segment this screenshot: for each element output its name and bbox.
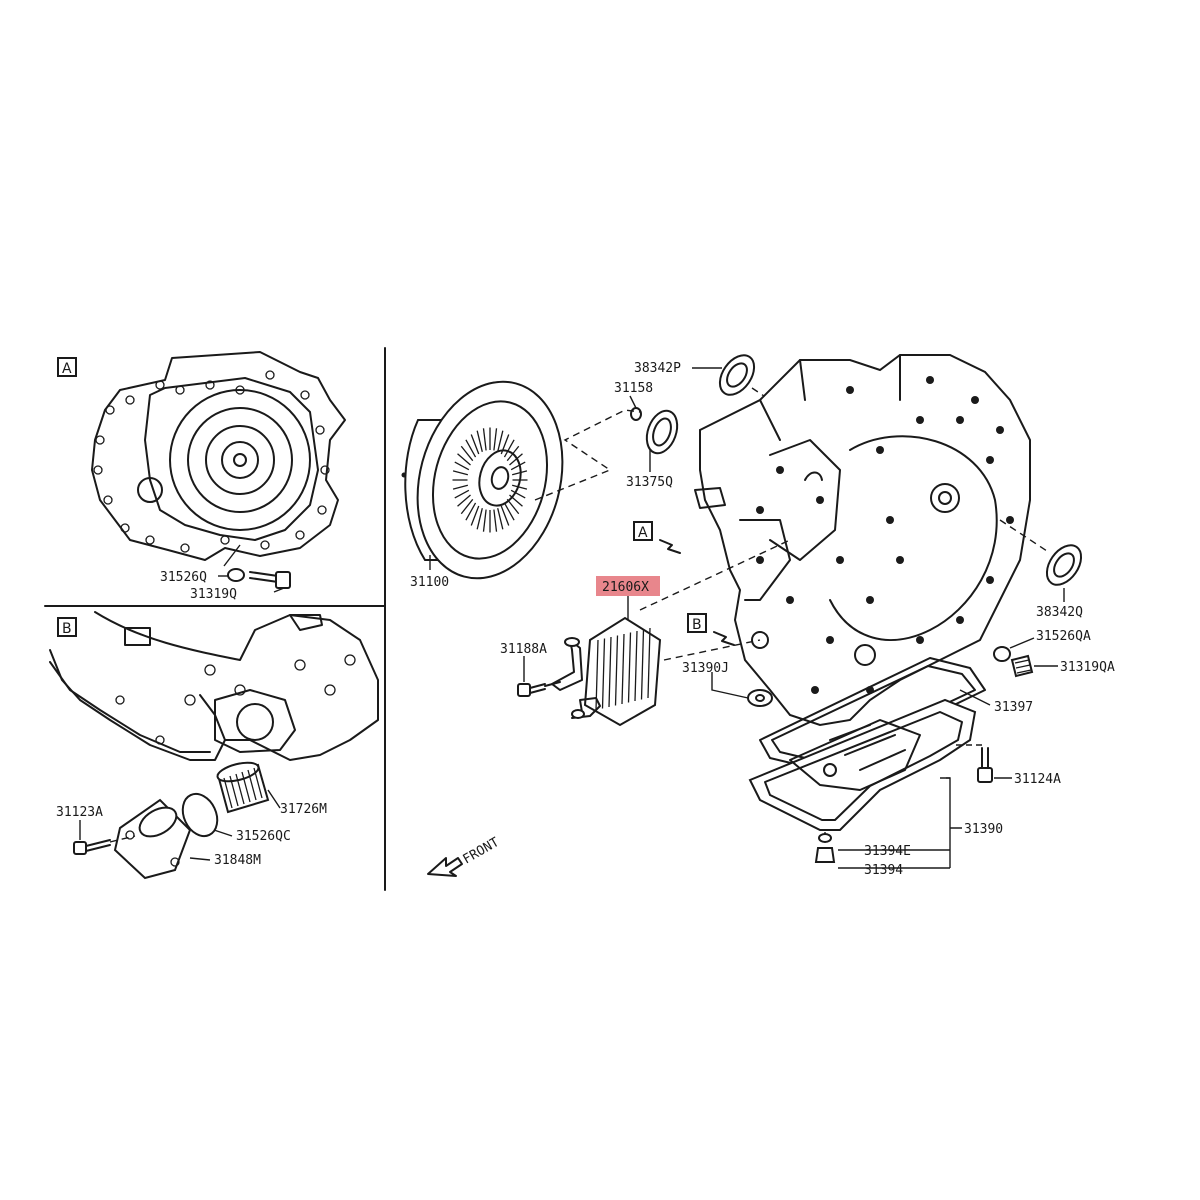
leader-31526qa: [1009, 637, 1035, 649]
plug-31319qa: [1010, 654, 1034, 678]
label-31526q: 31526Q: [160, 570, 207, 585]
label-31394e: 31394E: [864, 844, 911, 859]
panel-a-box: [57, 357, 77, 377]
leader-31158: [629, 395, 637, 409]
drain-plug-31394: [814, 833, 836, 863]
washer-31390j: [747, 689, 773, 707]
highlight-21606x: [596, 576, 660, 596]
leader-31390j: [711, 672, 749, 699]
housing-b-body: [94, 611, 379, 761]
label-31394: 31394: [864, 863, 903, 878]
label-38342q: 38342Q: [1036, 605, 1083, 620]
leader-31397: [959, 689, 991, 706]
inset-panel-b: B: [49, 611, 379, 880]
label-31526qc: 31526QC: [236, 829, 291, 844]
label-31123a: 31123A: [56, 805, 103, 820]
label-31319q: 31319Q: [190, 587, 237, 602]
seal-38342p: [718, 354, 756, 396]
label-31188a: 31188A: [500, 642, 547, 657]
housing-b-flange: [49, 649, 226, 761]
panel-b-box: [57, 617, 77, 637]
bolt-31123a-path: [109, 835, 136, 843]
housing-b-flange-inner: [49, 661, 211, 753]
converter-ring-4: [221, 441, 259, 479]
leader-a-dash: [223, 544, 241, 567]
marker-b-box: [687, 613, 707, 633]
label-31158: 31158: [614, 381, 653, 396]
housing-a-inner: [144, 377, 319, 541]
marker-a-box: [633, 521, 653, 541]
panel-a-label: A: [62, 361, 72, 377]
housing-a-outline: [91, 351, 346, 561]
housing-a-boss: [137, 477, 163, 503]
o-ring-31526qc: [181, 792, 219, 838]
marker-b-label: B: [692, 617, 702, 633]
housing-b-holes: [115, 654, 356, 745]
marker-b-arrow: [713, 631, 735, 646]
leader-31726m: [267, 789, 281, 809]
housing-b-dark-rib: [289, 614, 323, 631]
housing-a-bolt-holes: [93, 370, 330, 553]
leader-31526qc: [213, 829, 233, 837]
washer-31526qa: [993, 646, 1011, 662]
label-31375q: 31375Q: [626, 475, 673, 490]
panel-b-label: B: [62, 621, 72, 637]
inset-panel-a: A 31526Q 31319Q: [57, 351, 346, 602]
leader-31319q: [273, 587, 285, 593]
washer-31526q: [227, 568, 245, 582]
front-direction-indicator: FRONT: [427, 835, 503, 877]
o-ring-31158: [630, 407, 642, 421]
bolt-31319q: [249, 571, 291, 589]
converter-ring-1: [169, 389, 311, 531]
front-label: FRONT: [461, 835, 503, 868]
seal-31375q: [645, 409, 679, 455]
leader-31848m: [189, 857, 211, 861]
washer-31390j-hole: [755, 694, 765, 702]
cooler-dash-lower: [663, 639, 761, 661]
transmission-case: [694, 354, 1031, 727]
seal-38342q-dash: [999, 519, 1051, 554]
housing-b-port: [236, 703, 274, 741]
label-31726m: 31726M: [280, 802, 327, 817]
marker-a-label: A: [638, 525, 648, 541]
label-31526qa: 31526QA: [1036, 629, 1091, 644]
label-38342p: 38342P: [634, 361, 681, 376]
label-31124a: 31124A: [1014, 772, 1061, 787]
converter-ring-3: [205, 425, 275, 495]
converter-dash-path: [534, 409, 641, 501]
housing-b-stud: [124, 627, 151, 646]
label-31848m: 31848M: [214, 853, 261, 868]
label-31319qa: 31319QA: [1060, 660, 1115, 675]
gasket-31397: [759, 657, 986, 771]
oil-cooler-21606x: [544, 616, 662, 727]
seal-38342q: [1045, 544, 1083, 586]
bolt-31124a: [977, 747, 993, 783]
bolt-31123a: [73, 839, 111, 855]
converter-ring-2: [187, 407, 293, 513]
label-31390: 31390: [964, 822, 1003, 837]
label-21606x: 21606X: [602, 580, 649, 595]
converter-hub: [233, 453, 247, 467]
bolt-31188a: [517, 683, 546, 697]
oil-pan-31390: [748, 698, 977, 831]
label-31100: 31100: [410, 575, 449, 590]
filter-cover-31848m: [113, 798, 192, 880]
marker-a-arrow: [659, 539, 681, 554]
label-31397: 31397: [994, 700, 1033, 715]
torque-converter-31100: [401, 380, 564, 580]
oil-filter-31726m: [216, 761, 270, 814]
cooler-dash-upper: [639, 539, 791, 611]
label-31390j: 31390J: [682, 661, 729, 676]
housing-b-pocket: [214, 689, 296, 753]
